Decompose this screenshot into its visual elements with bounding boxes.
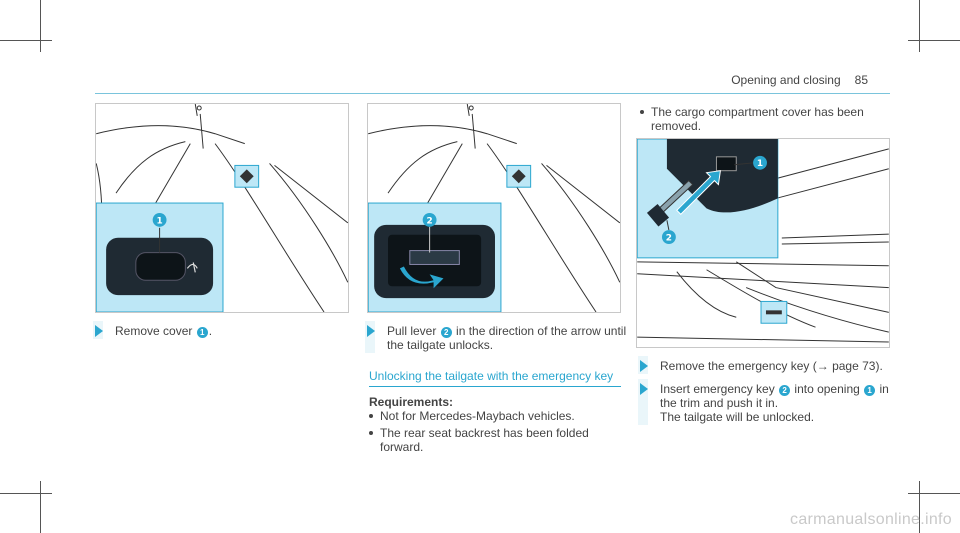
- step-text: Remove the emergency key (→ page 73).: [660, 359, 883, 373]
- requirement-item: Not for Mercedes-Maybach vehicles.: [369, 409, 621, 423]
- bullet-dot: [369, 431, 373, 435]
- figure-pull-lever: 2: [367, 103, 621, 313]
- step-pull-lever: Pull lever 2 in the direction of the arr…: [365, 321, 626, 356]
- callout-ref: 2: [440, 327, 452, 338]
- step-text: Remove cover: [115, 324, 193, 338]
- step-arrow-icon: [640, 383, 648, 395]
- step-text-line3: The tailgate will be unlocked.: [660, 410, 815, 424]
- requirement-text: The rear seat backrest has been folded: [380, 426, 589, 440]
- prerequisite-text: The cargo compartment cover has been: [651, 105, 864, 119]
- step-text-line2: the trim and push it in.: [660, 396, 779, 410]
- step-insert-key: Insert emergency key 2 into opening 1 in…: [638, 379, 890, 428]
- step-text-cont: in the direction of the arrow until: [452, 324, 627, 338]
- crop-mark: [908, 493, 960, 494]
- requirements-label: Requirements:: [369, 395, 454, 409]
- section-heading: Unlocking the tailgate with the emergenc…: [369, 369, 614, 383]
- header-rule: [95, 93, 890, 94]
- step-arrow-icon: [640, 360, 648, 372]
- step-text-mid: into opening: [791, 382, 860, 396]
- crop-mark: [908, 40, 960, 41]
- figure-pull-lever-drawing: 2: [368, 104, 620, 312]
- step-remove-cover: Remove cover 1.: [93, 321, 349, 340]
- figure-emergency-key: 1 2: [636, 138, 890, 348]
- section-rule: [369, 386, 621, 387]
- callout-1: 1: [757, 159, 763, 169]
- step-text: Pull lever: [387, 324, 437, 338]
- prerequisite-text-line2: removed.: [651, 119, 702, 133]
- figure-remove-cover-drawing: 1: [96, 104, 348, 312]
- step-arrow-icon: [367, 325, 375, 337]
- step-text-end: .: [208, 324, 213, 338]
- step-text-line2: the tailgate unlocks.: [387, 338, 494, 352]
- figure-remove-cover: 1: [95, 103, 349, 313]
- crop-mark: [40, 0, 41, 52]
- crop-mark: [0, 40, 52, 41]
- section-name: Opening and closing: [731, 73, 841, 87]
- callout-ref: 1: [864, 385, 876, 396]
- watermark: carmanualsonline.info: [790, 511, 952, 528]
- callout-2: 2: [666, 234, 672, 244]
- crop-mark: [919, 0, 920, 52]
- callout-ref: 1: [196, 327, 208, 338]
- step-arrow-icon: [95, 325, 103, 337]
- step-text-end: in: [876, 382, 889, 396]
- step-text: Insert emergency key: [660, 382, 775, 396]
- crop-mark: [919, 481, 920, 533]
- requirement-text-line2: forward.: [380, 440, 424, 454]
- figure-emergency-key-drawing: 1 2: [637, 139, 889, 343]
- callout-2: 2: [427, 216, 433, 226]
- bullet-dot: [369, 414, 373, 418]
- step-remove-key: Remove the emergency key (→ page 73).: [638, 356, 890, 375]
- crop-mark: [40, 481, 41, 533]
- page-number: 85: [854, 73, 868, 87]
- callout-ref: 2: [779, 385, 791, 396]
- bullet-dot: [640, 110, 644, 114]
- crop-mark: [0, 493, 52, 494]
- requirement-text: Not for Mercedes-Maybach vehicles.: [380, 409, 575, 423]
- callout-1: 1: [156, 216, 162, 226]
- running-header: Opening and closing 85: [731, 73, 868, 87]
